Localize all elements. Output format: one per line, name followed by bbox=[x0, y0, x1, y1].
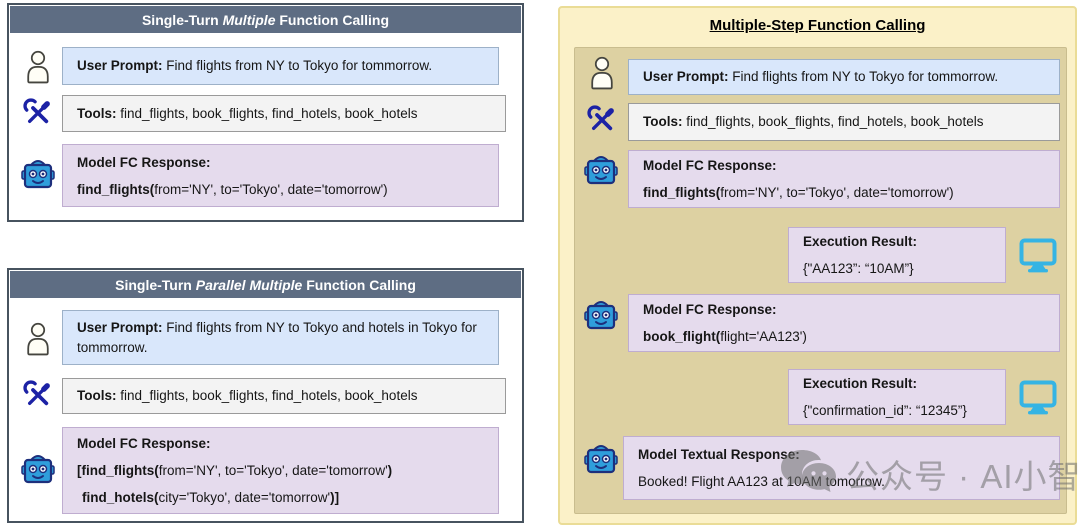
model-textual-text: Booked! Flight AA123 at 10AM tomorrow. bbox=[638, 474, 885, 489]
model-fc-label: Model FC Response: bbox=[643, 158, 777, 173]
user-prompt-label: User Prompt: bbox=[77, 319, 163, 335]
execution-result-box: Execution Result: {"confirmation_id”: “1… bbox=[788, 369, 1006, 425]
model-fc-response-box: Model FC Response: [find_flights(from='N… bbox=[62, 427, 499, 514]
fc-args: from='NY', to='Tokyo', date='tomorrow') bbox=[720, 185, 954, 200]
title-text: Function Calling bbox=[275, 11, 390, 28]
user-prompt-text: Find flights from NY to Tokyo and hotels… bbox=[77, 319, 477, 355]
fc-args: flight='AA123') bbox=[720, 329, 807, 344]
monitor-icon bbox=[1019, 238, 1057, 273]
execution-result-value: {"AA123”: “10AM”} bbox=[803, 261, 914, 276]
tools-box: Tools: find_flights, book_flights, find_… bbox=[62, 95, 506, 132]
panel-single-turn-multiple: Single-Turn Multiple Function Calling Us… bbox=[7, 3, 524, 222]
user-prompt-label: User Prompt: bbox=[643, 69, 729, 84]
tools-icon bbox=[587, 105, 617, 135]
user-prompt-text: Find flights from NY to Tokyo for tommor… bbox=[162, 58, 433, 73]
user-prompt-box: User Prompt: Find flights from NY to Tok… bbox=[62, 310, 499, 365]
tools-text: find_flights, book_flights, find_hotels,… bbox=[116, 105, 418, 121]
execution-result-label: Execution Result: bbox=[803, 234, 918, 249]
execution-result-box: Execution Result: {"AA123”: “10AM”} bbox=[788, 227, 1006, 283]
title-text: Single-Turn bbox=[141, 11, 223, 28]
title-italic: Multiple bbox=[222, 11, 276, 28]
user-prompt-box: User Prompt: Find flights from NY to Tok… bbox=[62, 47, 499, 85]
fc-name: find_hotels( bbox=[82, 490, 159, 505]
title-italic: Parallel Multiple bbox=[195, 276, 303, 293]
user-icon bbox=[22, 320, 54, 356]
fc-args: from='NY', to='Tokyo', date='tomorrow' bbox=[158, 463, 388, 478]
fc-name: find_flights( bbox=[77, 181, 155, 197]
robot-icon bbox=[20, 450, 56, 486]
fc-close: )] bbox=[330, 490, 340, 505]
fc-args: from='NY', to='Tokyo', date='tomorrow') bbox=[154, 181, 388, 197]
tools-label: Tools: bbox=[77, 388, 117, 403]
fc-name: find_flights( bbox=[643, 185, 721, 200]
model-fc-label: Model FC Response: bbox=[77, 436, 211, 451]
tools-box: Tools: find_flights, book_flights, find_… bbox=[62, 378, 506, 414]
fc-name: [find_flights( bbox=[77, 463, 159, 478]
title-text: Single-Turn bbox=[115, 276, 196, 293]
model-fc-label: Model FC Response: bbox=[77, 154, 211, 170]
robot-icon bbox=[583, 440, 619, 476]
robot-icon bbox=[20, 155, 56, 191]
user-prompt-text: Find flights from NY to Tokyo for tommor… bbox=[728, 69, 999, 84]
execution-result-label: Execution Result: bbox=[803, 376, 918, 391]
model-fc-response-box: Model FC Response: find_flights(from='NY… bbox=[62, 144, 499, 207]
execution-result-value: {"confirmation_id”: “12345”} bbox=[803, 403, 967, 418]
fc-close: ) bbox=[387, 463, 393, 478]
panel-title: Multiple-Step Function Calling bbox=[709, 17, 926, 34]
tools-box: Tools: find_flights, book_flights, find_… bbox=[628, 103, 1060, 141]
fc-args: city='Tokyo', date='tomorrow' bbox=[158, 490, 331, 505]
monitor-icon bbox=[1019, 380, 1057, 415]
user-icon bbox=[22, 48, 54, 84]
panel-multiple-step: Multiple-Step Function Calling User Prom… bbox=[558, 6, 1077, 525]
fc-name: book_flight( bbox=[643, 329, 721, 344]
robot-icon bbox=[583, 296, 619, 332]
tools-label: Tools: bbox=[77, 105, 117, 121]
title-text: Function Calling bbox=[302, 276, 416, 293]
panel-title: Single-Turn Parallel Multiple Function C… bbox=[10, 271, 521, 298]
user-icon bbox=[586, 54, 618, 90]
multiple-step-flow: User Prompt: Find flights from NY to Tok… bbox=[574, 47, 1067, 514]
model-textual-response-box: Model Textual Response: Booked! Flight A… bbox=[623, 436, 1060, 500]
user-prompt-label: User Prompt: bbox=[77, 58, 163, 73]
tools-label: Tools: bbox=[643, 114, 683, 129]
user-prompt-box: User Prompt: Find flights from NY to Tok… bbox=[628, 59, 1060, 95]
model-textual-label: Model Textual Response: bbox=[638, 447, 800, 462]
panel-title: Single-Turn Multiple Function Calling bbox=[10, 6, 521, 33]
tools-icon bbox=[23, 380, 53, 410]
panel-single-turn-parallel-multiple: Single-Turn Parallel Multiple Function C… bbox=[7, 268, 524, 523]
model-fc-response-box: Model FC Response: book_flight(flight='A… bbox=[628, 294, 1060, 352]
tools-text: find_flights, book_flights, find_hotels,… bbox=[116, 388, 418, 403]
robot-icon bbox=[583, 151, 619, 187]
model-fc-response-box: Model FC Response: find_flights(from='NY… bbox=[628, 150, 1060, 208]
model-fc-label: Model FC Response: bbox=[643, 302, 777, 317]
tools-text: find_flights, book_flights, find_hotels,… bbox=[682, 114, 984, 129]
tools-icon bbox=[23, 98, 53, 128]
